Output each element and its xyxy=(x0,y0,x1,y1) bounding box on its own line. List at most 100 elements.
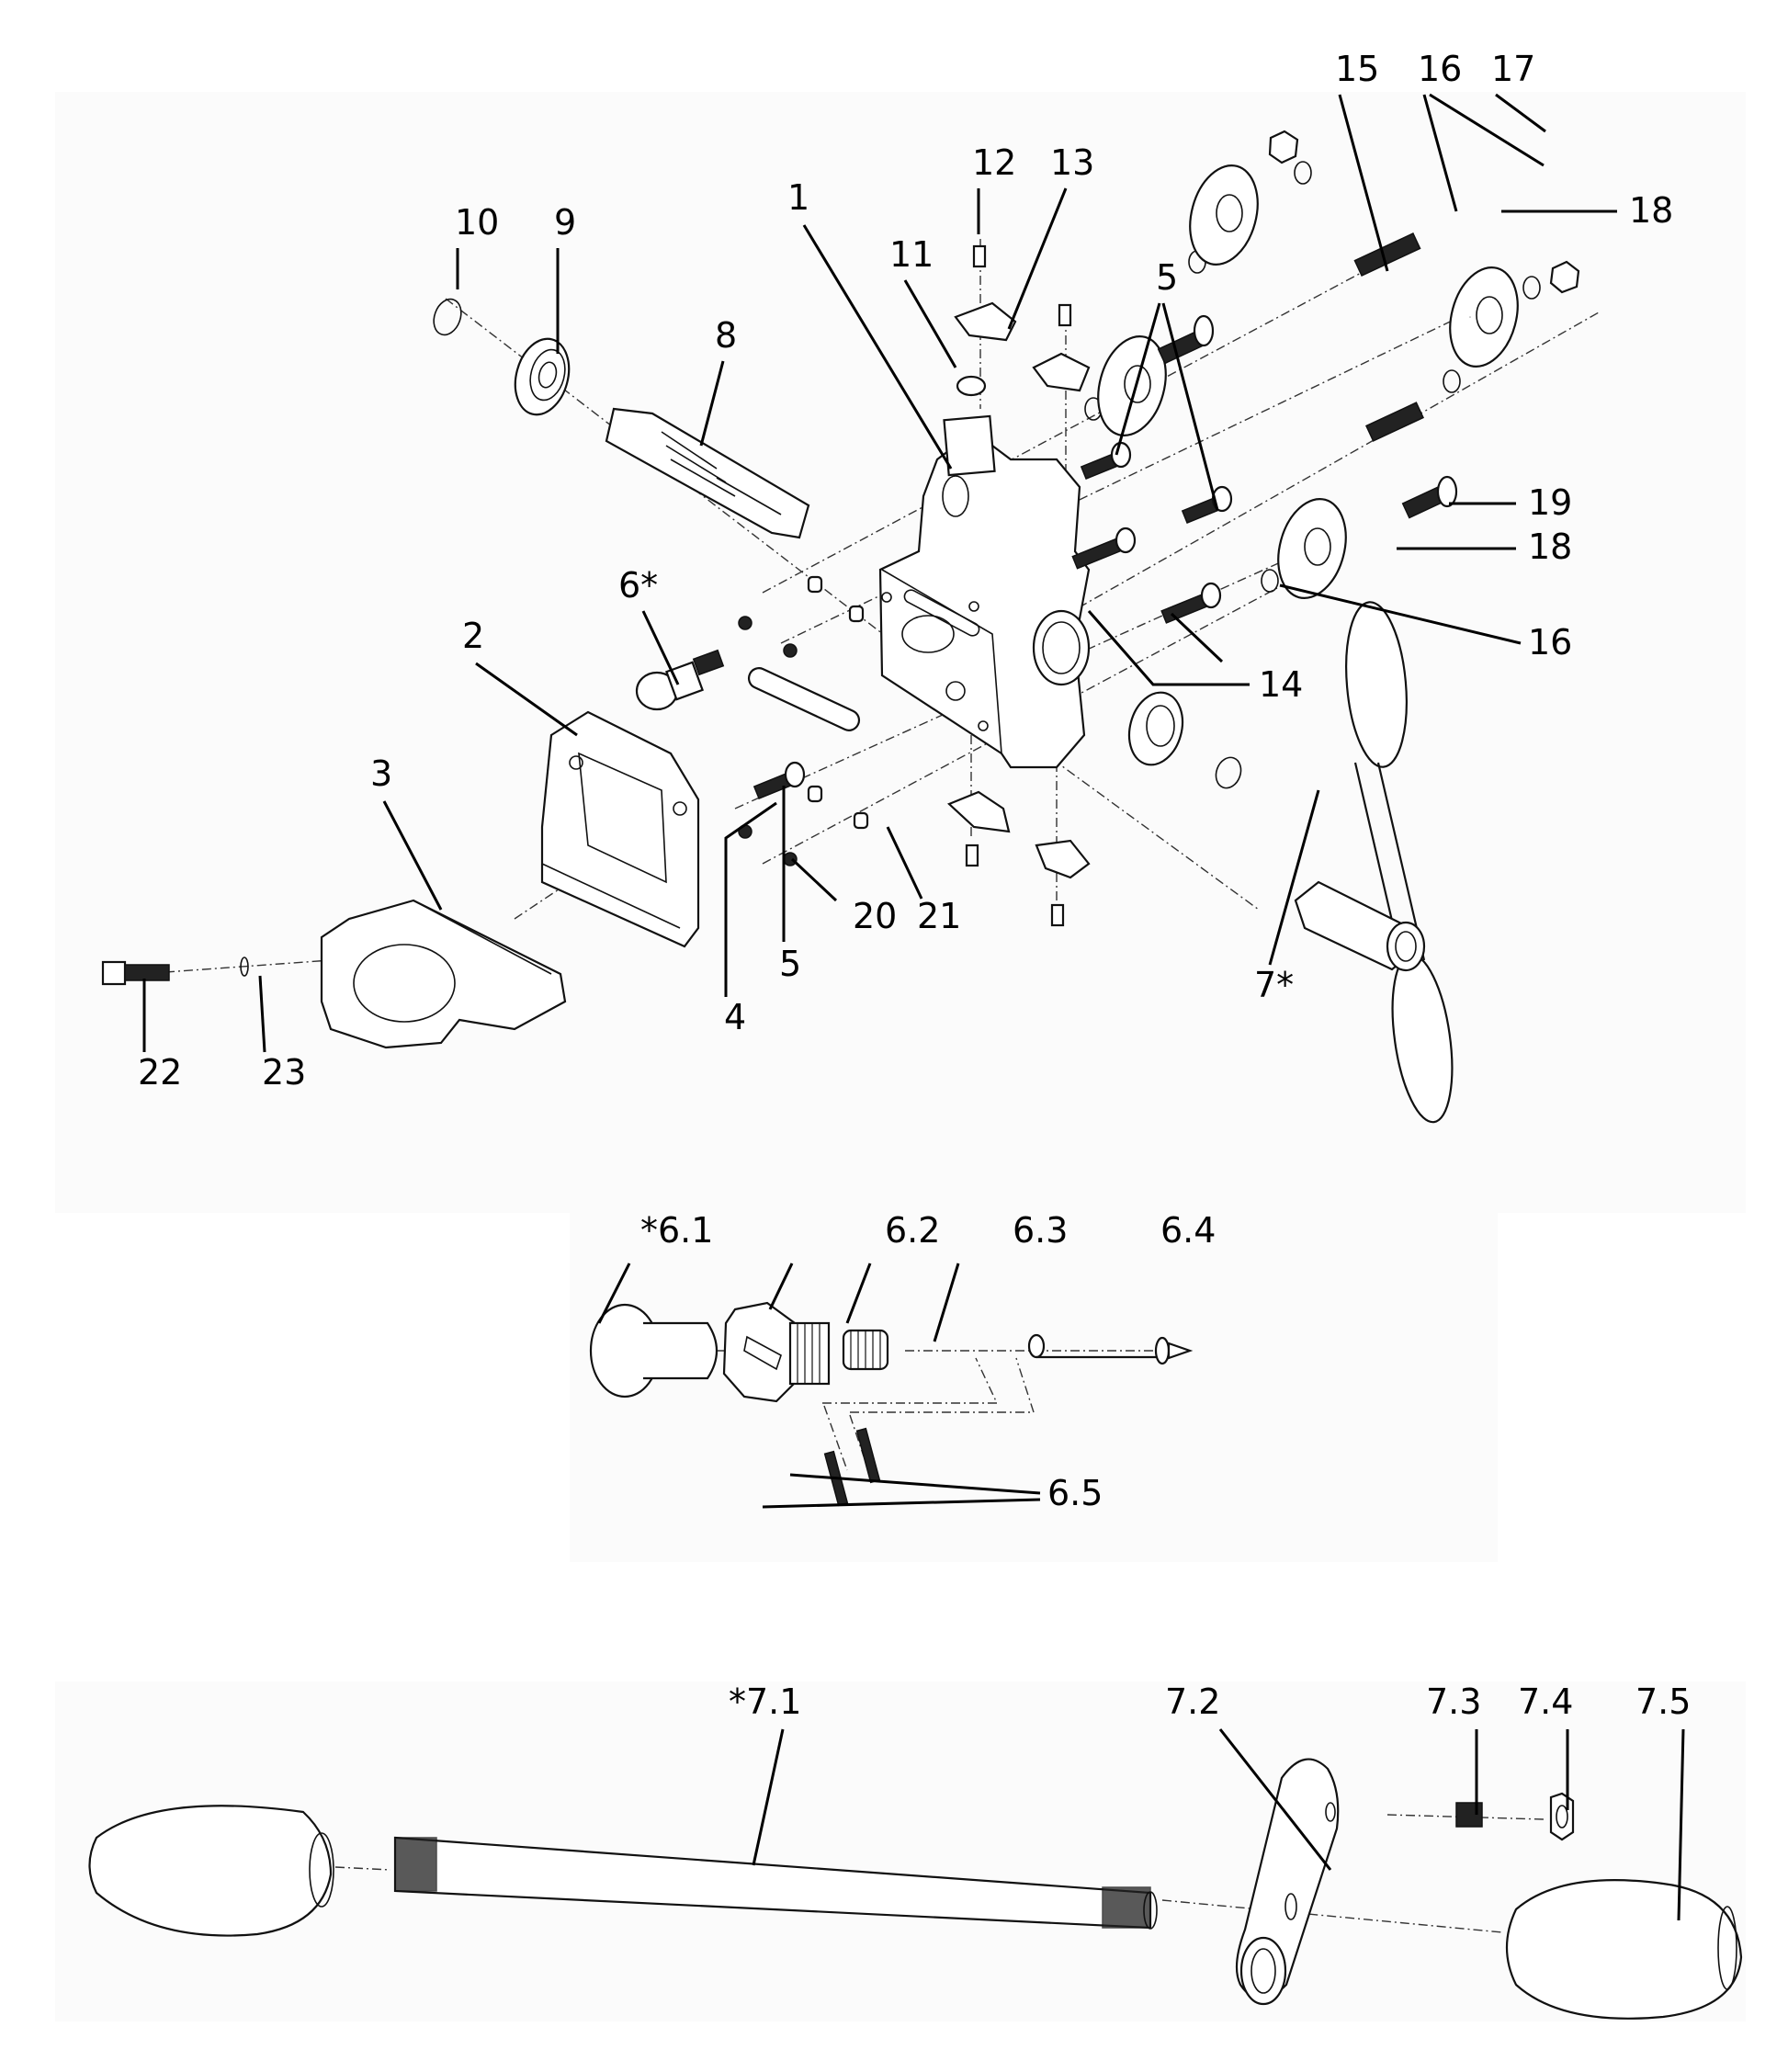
spring-6-3 xyxy=(842,1329,889,1371)
detail-7-drawing xyxy=(88,1758,1743,2020)
retaining-ring-10 xyxy=(433,298,462,336)
callout-label-c7: 7* xyxy=(1254,965,1294,1005)
leader-line-c14a xyxy=(1087,610,1250,686)
leader-line-c6 xyxy=(641,610,680,685)
leader-line-c5b xyxy=(1161,302,1219,511)
insert-13-top xyxy=(954,301,1017,342)
leader-line-d61 xyxy=(597,1262,631,1324)
bearing-9 xyxy=(514,337,571,416)
callout-label-c9: 9 xyxy=(554,202,576,243)
leader-line-d71 xyxy=(752,1728,785,1866)
spline-shaft-8 xyxy=(605,407,810,539)
retaining-ring-lower xyxy=(1215,756,1242,789)
callout-label-c10: 10 xyxy=(455,202,499,243)
knob-6-1 xyxy=(589,1303,718,1398)
screw-22 xyxy=(101,960,170,986)
leader-line-c5a xyxy=(1115,302,1161,456)
leader-line-c13 xyxy=(1007,187,1068,330)
t-block-7-2 xyxy=(1235,1758,1340,2006)
callout-label-c21: 21 xyxy=(917,896,961,936)
leader-line-c20 xyxy=(790,857,838,902)
t-handle-7 xyxy=(1294,601,1454,1124)
leader-line-c16a xyxy=(1422,94,1458,212)
insert-top-right xyxy=(1032,352,1091,392)
callout-label-c5c: 5 xyxy=(779,944,801,984)
callout-label-c14a: 14 xyxy=(1259,664,1303,705)
callout-label-c3: 3 xyxy=(370,753,392,794)
plunger-6 xyxy=(635,649,725,711)
leader-line-c14b xyxy=(1170,612,1224,663)
screw-top-right xyxy=(1058,303,1072,327)
callout-label-c20: 20 xyxy=(853,896,897,936)
leader-line-c3 xyxy=(382,800,443,911)
insert-bottom-left xyxy=(946,790,1011,867)
pins-and-setscrews xyxy=(738,575,869,866)
callout-label-d64: 6.4 xyxy=(1160,1210,1216,1251)
pin-6-4 xyxy=(1027,1333,1194,1365)
key-bar-4 xyxy=(747,667,861,731)
callout-label-c11: 11 xyxy=(889,234,934,275)
callout-label-c12: 12 xyxy=(972,142,1016,183)
knob-left xyxy=(88,1805,334,1937)
washer-23 xyxy=(240,957,249,977)
rod-7-1 xyxy=(393,1836,1158,1930)
callout-label-d63: 6.3 xyxy=(1013,1210,1068,1251)
callout-label-d61: *6.1 xyxy=(640,1210,713,1251)
callout-label-c4: 4 xyxy=(724,997,746,1037)
callout-label-c23: 23 xyxy=(262,1052,306,1093)
callout-label-c19: 19 xyxy=(1528,482,1572,523)
main-body-1 xyxy=(878,414,1091,769)
screw-5-lower xyxy=(753,761,806,799)
callout-label-d65a: 6.5 xyxy=(1047,1473,1103,1513)
leader-line-d75 xyxy=(1677,1728,1685,1921)
callout-label-c8: 8 xyxy=(715,315,737,356)
leader-line-c11 xyxy=(903,279,957,368)
callout-label-c18a: 18 xyxy=(1629,190,1673,231)
callout-label-c16a: 16 xyxy=(1418,49,1462,89)
detail-7-panel xyxy=(55,1681,1746,2021)
nut-7-4 xyxy=(1549,1792,1575,1841)
callout-label-c6: 6* xyxy=(618,565,658,606)
callout-label-c18b: 18 xyxy=(1528,526,1572,567)
callout-label-d72: 7.2 xyxy=(1165,1681,1220,1722)
callout-label-d75: 7.5 xyxy=(1635,1681,1691,1722)
callout-label-c1: 1 xyxy=(787,177,809,218)
detail-6-panel xyxy=(570,1213,1498,1562)
callout-label-d73: 7.3 xyxy=(1426,1681,1481,1722)
cutter-wheel-set xyxy=(1084,130,1580,599)
callout-label-c2: 2 xyxy=(462,616,484,656)
leader-line-c23 xyxy=(258,975,266,1053)
leader-line-c8 xyxy=(699,360,725,447)
leader-line-c16b xyxy=(1429,93,1545,167)
hex-bushing-6-2 xyxy=(722,1301,831,1403)
leader-line-c21 xyxy=(886,826,923,900)
bearing-lower xyxy=(1127,691,1184,766)
leader-line-d62 xyxy=(768,1262,794,1310)
leader-line-c17 xyxy=(1495,93,1546,133)
leader-line-d63 xyxy=(845,1262,872,1324)
insert-bottom-right xyxy=(1035,839,1091,927)
leader-line-c7 xyxy=(1268,789,1320,966)
leader-line-c15 xyxy=(1338,94,1389,272)
pipe-clamp-3 xyxy=(320,899,567,1049)
leader-line-d64 xyxy=(933,1262,960,1342)
callout-label-c22: 22 xyxy=(138,1052,182,1093)
leader-line-c4 xyxy=(724,801,777,997)
leader-line-d65b xyxy=(762,1498,1041,1509)
leader-line-c16c xyxy=(1279,583,1522,645)
callout-label-d62: 6.2 xyxy=(885,1210,940,1251)
screw-12-top xyxy=(972,244,987,268)
leader-line-c1 xyxy=(802,224,953,470)
mounting-plate-2 xyxy=(540,710,700,948)
callout-label-c16c: 16 xyxy=(1528,622,1572,662)
cap-11 xyxy=(956,375,987,397)
screw-14-left xyxy=(1071,526,1137,570)
callout-label-d71: *7.1 xyxy=(729,1681,801,1722)
knob-7-5 xyxy=(1505,1879,1743,2020)
callout-label-c17: 17 xyxy=(1491,49,1535,89)
callout-label-c13: 13 xyxy=(1050,142,1094,183)
leader-line-d72 xyxy=(1218,1728,1332,1871)
callout-label-c5a: 5 xyxy=(1156,257,1178,298)
